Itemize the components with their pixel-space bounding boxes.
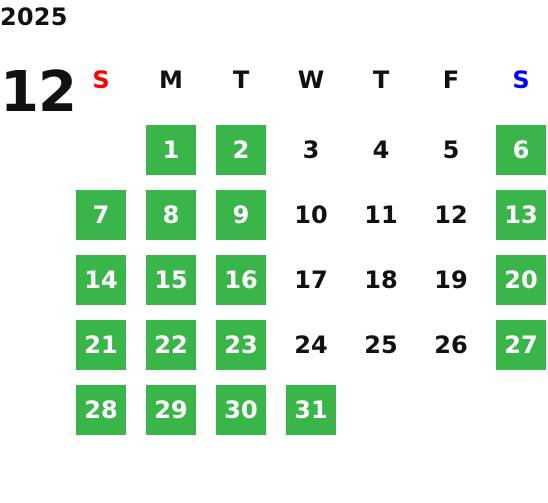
weekday-thu: T: [372, 66, 390, 94]
day-cell: 29: [146, 385, 196, 435]
weekday-mon: M: [159, 66, 183, 94]
day-cell: 18: [364, 266, 398, 294]
day-cell: 11: [364, 201, 398, 229]
day-cell: 19: [434, 266, 468, 294]
day-cell: 9: [216, 190, 266, 240]
day-cell: 24: [294, 331, 328, 359]
day-cell: 1: [146, 125, 196, 175]
weekday-tue: T: [232, 66, 250, 94]
day-cell: 23: [216, 320, 266, 370]
month-label: 12: [0, 60, 77, 125]
day-cell: 13: [496, 190, 546, 240]
day-cell: 16: [216, 255, 266, 305]
day-cell: [76, 125, 126, 175]
day-cell: 26: [434, 331, 468, 359]
day-cell: 5: [442, 136, 460, 164]
day-cell: 2: [216, 125, 266, 175]
day-cell: 17: [294, 266, 328, 294]
day-cell: 27: [496, 320, 546, 370]
day-cell: 3: [302, 136, 320, 164]
day-cell: 21: [76, 320, 126, 370]
day-cell: 7: [76, 190, 126, 240]
weekday-sat: S: [512, 66, 530, 94]
day-cell: 14: [76, 255, 126, 305]
day-cell: [356, 385, 406, 435]
weekday-sun: S: [92, 66, 110, 94]
day-cell: [496, 385, 546, 435]
day-cell: 4: [372, 136, 390, 164]
day-cell: 20: [496, 255, 546, 305]
day-cell: 25: [364, 331, 398, 359]
day-cell: 31: [286, 385, 336, 435]
day-cell: 30: [216, 385, 266, 435]
weekday-wed: W: [297, 66, 325, 94]
day-cell: 15: [146, 255, 196, 305]
day-cell: 12: [434, 201, 468, 229]
day-cell: [426, 385, 476, 435]
day-cell: 22: [146, 320, 196, 370]
day-cell: 8: [146, 190, 196, 240]
day-cell: 6: [496, 125, 546, 175]
day-cell: 10: [294, 201, 328, 229]
day-cell: 28: [76, 385, 126, 435]
weekday-fri: F: [442, 66, 460, 94]
year-label: 2025: [0, 3, 68, 31]
